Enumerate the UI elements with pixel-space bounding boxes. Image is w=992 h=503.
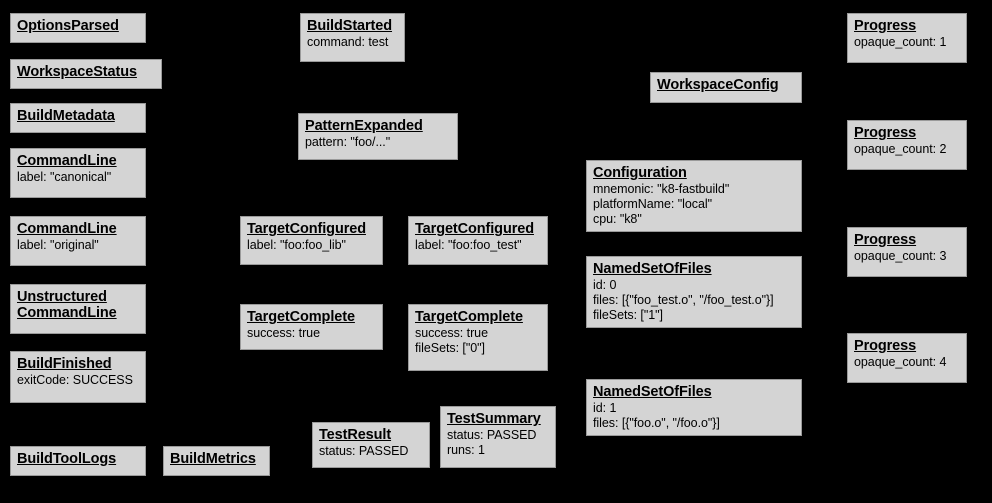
event-node-title: NamedSetOfFiles	[593, 261, 712, 277]
event-node-fields: opaque_count: 1	[854, 35, 960, 50]
event-node-title: WorkspaceConfig	[657, 77, 779, 93]
event-node-field: fileSets: ["0"]	[415, 341, 485, 355]
event-node-title: Unstructured CommandLine	[17, 289, 117, 321]
event-node-field: fileSets: ["1"]	[593, 308, 663, 322]
event-node-title: Progress	[854, 18, 917, 34]
event-node-fields: exitCode: SUCCESS	[17, 373, 139, 388]
event-node-title: BuildToolLogs	[17, 451, 117, 467]
event-node-field: cpu: "k8"	[593, 212, 642, 226]
event-node-field: command: test	[307, 35, 389, 49]
event-node-fields: label: "original"	[17, 238, 139, 253]
event-node-title: TargetConfigured	[415, 221, 534, 237]
event-node-field: mnemonic: "k8-fastbuild"	[593, 182, 730, 196]
event-node-fields: success: true	[247, 326, 376, 341]
event-node-title: CommandLine	[17, 221, 117, 237]
event-node-title: Progress	[854, 232, 917, 248]
event-node-fields: opaque_count: 4	[854, 355, 960, 370]
event-node-field: pattern: "foo/..."	[305, 135, 391, 149]
event-node-title: TargetComplete	[247, 309, 355, 325]
event-node-title: BuildMetadata	[17, 108, 115, 124]
event-node-field: files: [{"foo.o", "/foo.o"}]	[593, 416, 720, 430]
event-node-field: platformName: "local"	[593, 197, 712, 211]
event-node-title: OptionsParsed	[17, 18, 119, 34]
event-node-fields: pattern: "foo/..."	[305, 135, 451, 150]
event-node-field: label: "foo:foo_test"	[415, 238, 522, 252]
event-node-build-tool-logs[interactable]: BuildToolLogs	[10, 446, 146, 476]
event-node-fields: opaque_count: 3	[854, 249, 960, 264]
event-node-field: id: 0	[593, 278, 617, 292]
event-node-title: TargetConfigured	[247, 221, 366, 237]
event-node-fields: label: "foo:foo_lib"	[247, 238, 376, 253]
event-node-field: opaque_count: 2	[854, 142, 947, 156]
event-node-field: opaque_count: 1	[854, 35, 947, 49]
event-node-workspace-config[interactable]: WorkspaceConfig	[650, 72, 802, 103]
event-node-title: WorkspaceStatus	[17, 64, 137, 80]
event-node-field: label: "foo:foo_lib"	[247, 238, 346, 252]
event-node-unstructured-command-line[interactable]: Unstructured CommandLine	[10, 284, 146, 334]
event-node-title: TargetComplete	[415, 309, 523, 325]
event-node-fields: label: "canonical"	[17, 170, 139, 185]
event-node-fields: label: "foo:foo_test"	[415, 238, 541, 253]
event-node-build-metrics[interactable]: BuildMetrics	[163, 446, 270, 476]
event-node-fields: status: PASSED	[319, 444, 423, 459]
event-node-field: status: PASSED	[319, 444, 409, 458]
event-node-field: status: PASSED	[447, 428, 537, 442]
event-node-title: BuildFinished	[17, 356, 112, 372]
event-node-field: success: true	[415, 326, 488, 340]
event-node-field: runs: 1	[447, 443, 485, 457]
event-node-title: TestResult	[319, 427, 392, 443]
event-node-field: opaque_count: 4	[854, 355, 947, 369]
event-node-options-parsed[interactable]: OptionsParsed	[10, 13, 146, 43]
event-node-field: files: [{"foo_test.o", "/foo_test.o"}]	[593, 293, 774, 307]
event-node-title: BuildStarted	[307, 18, 393, 34]
event-node-title: Progress	[854, 125, 917, 141]
event-node-build-metadata[interactable]: BuildMetadata	[10, 103, 146, 133]
event-node-field: label: "canonical"	[17, 170, 112, 184]
event-node-fields: command: test	[307, 35, 398, 50]
event-node-fields: opaque_count: 2	[854, 142, 960, 157]
event-node-title: Progress	[854, 338, 917, 354]
event-node-title: Configuration	[593, 165, 687, 181]
event-node-field: id: 1	[593, 401, 617, 415]
event-node-field: success: true	[247, 326, 320, 340]
event-node-title: CommandLine	[17, 153, 117, 169]
event-node-fields: mnemonic: "k8-fastbuild"platformName: "l…	[593, 182, 795, 227]
event-node-title: TestSummary	[447, 411, 541, 427]
event-node-field: exitCode: SUCCESS	[17, 373, 133, 387]
event-node-field: opaque_count: 3	[854, 249, 947, 263]
event-node-title: NamedSetOfFiles	[593, 384, 712, 400]
event-node-title: PatternExpanded	[305, 118, 423, 134]
event-node-field: label: "original"	[17, 238, 99, 252]
event-node-workspace-status[interactable]: WorkspaceStatus	[10, 59, 162, 89]
event-node-title: BuildMetrics	[170, 451, 256, 467]
